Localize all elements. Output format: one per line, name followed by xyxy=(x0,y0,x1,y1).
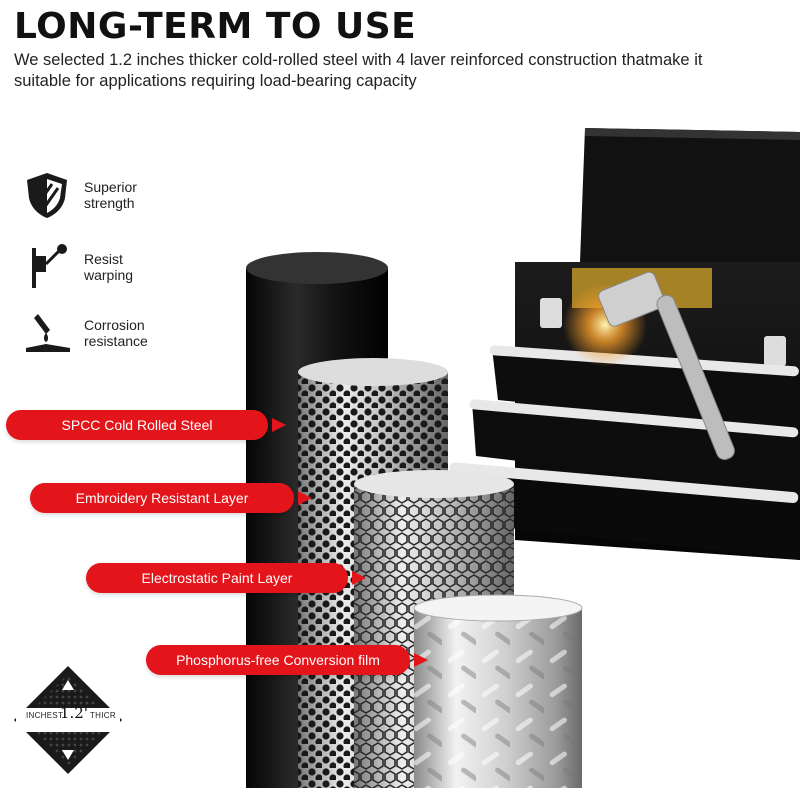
badge-value: 1.2' xyxy=(60,704,88,722)
black-steel-tube xyxy=(246,252,388,788)
page-title: LONG-TERM TO USE xyxy=(14,6,417,47)
layer-label-electrostatic: Electrostatic Paint Layer xyxy=(86,563,366,593)
thickness-badge xyxy=(14,666,122,774)
feature-label: Superior strength xyxy=(84,179,137,211)
toolbox-image xyxy=(449,128,800,560)
feature-warping: Resist warping xyxy=(22,244,174,290)
feature-corrosion: Corrosion resistance xyxy=(22,310,174,356)
hex-mesh-layer-tube xyxy=(354,470,514,788)
layer-label-spcc: SPCC Cold Rolled Steel xyxy=(6,410,286,440)
badge-label-left: INCHEST xyxy=(26,711,64,720)
layer-label-embroidery: Embroidery Resistant Layer xyxy=(30,483,312,513)
tread-plate-tube xyxy=(413,594,583,788)
corrosion-icon xyxy=(22,310,78,356)
feature-label: Corrosion resistance xyxy=(84,317,148,349)
shield-icon xyxy=(22,172,78,218)
layer-label-phosphorus: Phosphorus-free Conversion film xyxy=(146,645,428,675)
badge-label-right: THICR xyxy=(90,711,116,720)
page-subtitle: We selected 1.2 inches thicker cold-roll… xyxy=(14,51,703,90)
feature-strength: Superior strength xyxy=(22,172,174,218)
feature-label: Resist warping xyxy=(84,251,134,283)
pressure-icon xyxy=(22,244,78,290)
